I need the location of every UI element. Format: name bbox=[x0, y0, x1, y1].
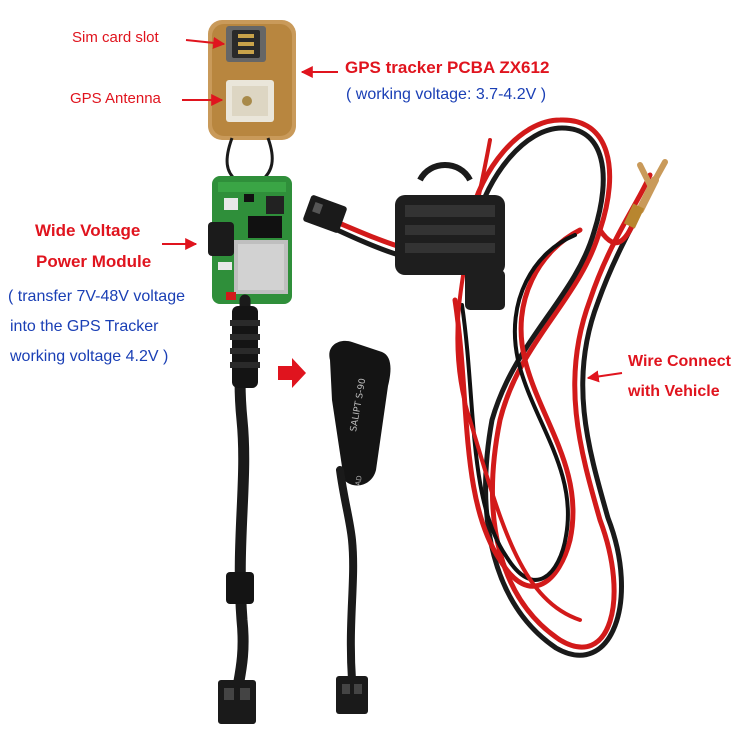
label-sim-card-slot: Sim card slot bbox=[72, 29, 159, 46]
label-wire-line2: with Vehicle bbox=[628, 383, 720, 400]
fuse-connector bbox=[303, 195, 347, 233]
encapsulated-module: SALIPT S-90 AD bbox=[329, 340, 391, 714]
power-module-board bbox=[208, 176, 292, 304]
spade-terminal bbox=[623, 159, 668, 229]
board-link-wires bbox=[225, 137, 274, 182]
label-wire-line1: Wire Connect bbox=[628, 353, 731, 370]
fuse-holder bbox=[395, 162, 505, 310]
arrow-sim-slot bbox=[185, 36, 226, 49]
label-transfer-line1: ( transfer 7V-48V voltage bbox=[8, 288, 185, 305]
arrow-wire-connect bbox=[586, 370, 623, 383]
label-gps-antenna: GPS Antenna bbox=[70, 90, 161, 107]
label-power-module-line1: Wide Voltage bbox=[35, 221, 141, 240]
label-pcba-voltage: ( working voltage: 3.7-4.2V ) bbox=[346, 86, 547, 103]
gps-antenna bbox=[226, 80, 274, 122]
module-print-small: AD bbox=[354, 475, 364, 486]
gps-cable bbox=[218, 294, 260, 724]
label-power-module-line2: Power Module bbox=[36, 252, 152, 271]
label-transfer-line2: into the GPS Tracker bbox=[10, 318, 159, 335]
label-pcba-title: GPS tracker PCBA ZX612 bbox=[345, 58, 550, 77]
gps-pcba-board bbox=[208, 20, 296, 140]
right-arrow-icon bbox=[278, 358, 306, 388]
label-transfer-line3: working voltage 4.2V ) bbox=[10, 348, 169, 365]
sim-card-slot bbox=[226, 26, 266, 62]
